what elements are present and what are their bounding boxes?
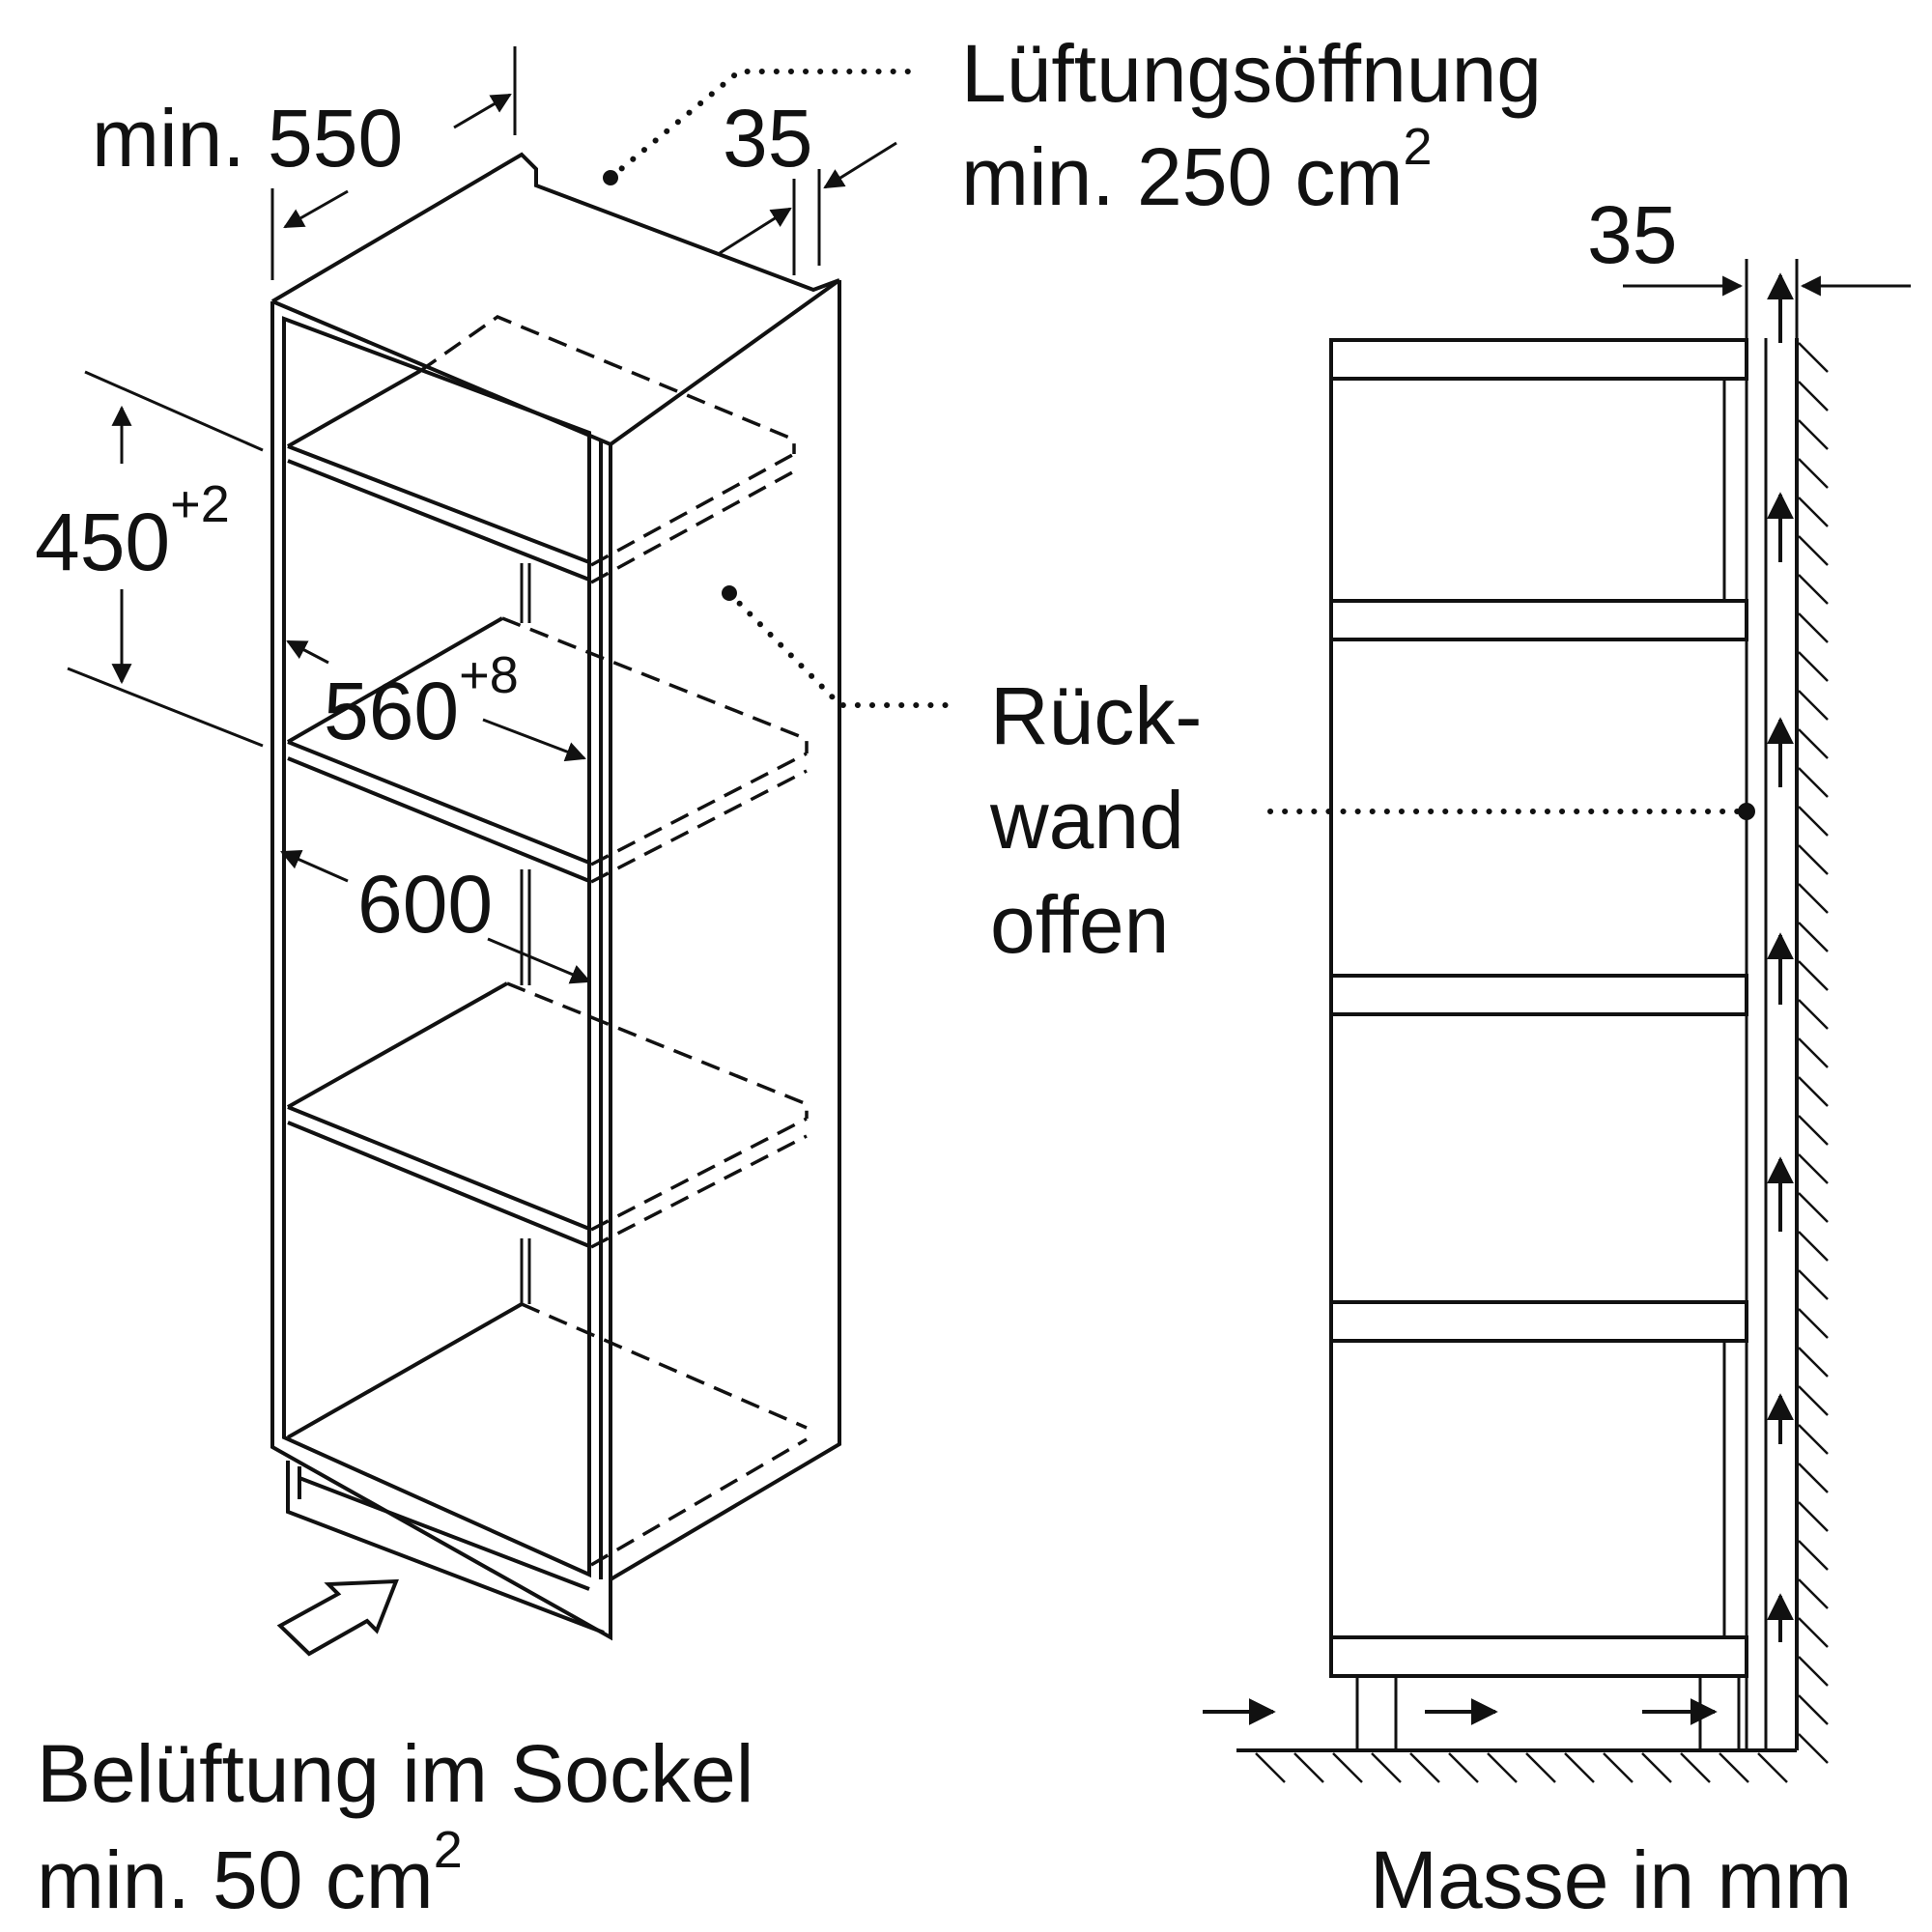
label-plinth-ventilation: Belüftung im Sockel min. 50 cm2 <box>37 1728 753 1925</box>
label-dim-450: 450 <box>35 497 170 587</box>
dimension-vent-gap-35-side: 35 <box>1587 189 1911 338</box>
wall-hatch <box>1798 342 1829 1764</box>
dimension-niche-width-560: 560+8 <box>286 639 586 762</box>
dimension-niche-height-450: 450+2 <box>35 370 264 748</box>
label-sockel-line1: Belüftung im Sockel <box>37 1728 753 1819</box>
cabinet-side-section <box>1203 272 1829 1783</box>
label-lueftung-line2: min. 250 cm <box>961 131 1404 222</box>
dimension-depth-550: min. 550 <box>92 46 517 280</box>
floor-hatch <box>1255 1752 1788 1783</box>
callout-rear-wall-open: Rück- wand offen <box>722 585 1755 970</box>
label-rueck-line3: offen <box>990 879 1169 970</box>
label-rueck-line2: wand <box>989 775 1184 866</box>
label-sockel-line2-group: min. 50 cm2 <box>37 1821 463 1925</box>
label-rueck-line1: Rück- <box>990 670 1202 761</box>
label-lueftung-line2-group: min. 250 cm2 <box>961 118 1433 222</box>
label-min-550: min. 550 <box>92 93 403 184</box>
label-units: Masse in mm <box>1370 1834 1852 1925</box>
label-sockel-sup: 2 <box>434 1821 463 1879</box>
label-560-group: 560+8 <box>324 646 519 756</box>
dimension-width-600: 600 <box>280 850 591 984</box>
cabinet-isometric <box>270 152 841 1657</box>
callout-vent-opening: Lüftungsöffnung min. 250 cm2 <box>603 28 1542 222</box>
label-dim-560: 560 <box>324 666 459 756</box>
label-450-group: 450+2 <box>35 475 230 587</box>
label-dim-600: 600 <box>357 859 493 950</box>
label-dim-35-side: 35 <box>1587 189 1677 280</box>
label-sockel-line2: min. 50 cm <box>37 1834 434 1925</box>
label-lueftung-sup: 2 <box>1404 118 1433 176</box>
dimension-vent-gap-35-top: 35 <box>719 93 897 275</box>
label-dim-560-tol: +8 <box>459 646 519 704</box>
label-lueftung-line1: Lüftungsöffnung <box>961 28 1542 119</box>
label-dim-450-tol: +2 <box>170 475 230 533</box>
label-dim-35-top: 35 <box>723 93 812 184</box>
